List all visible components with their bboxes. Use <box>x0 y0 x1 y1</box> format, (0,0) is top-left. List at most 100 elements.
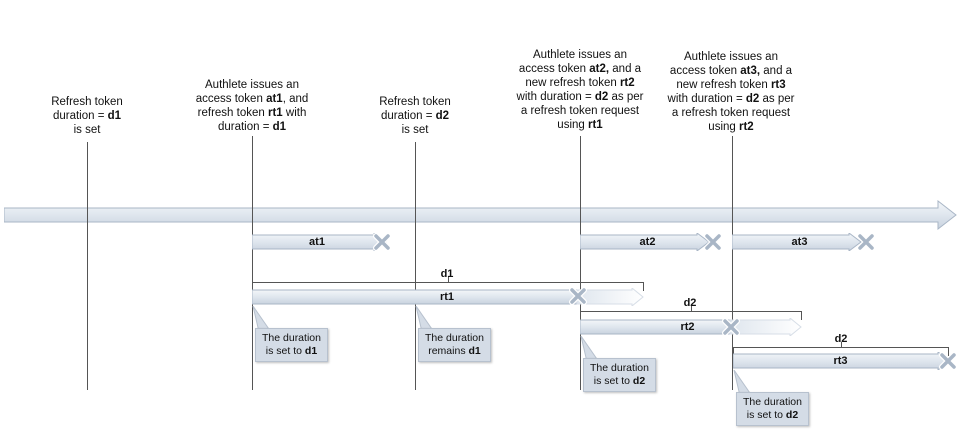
event-label-line: duration = d1 <box>51 109 123 123</box>
text-segment: new refresh token <box>676 79 771 91</box>
emphasis-text: rt2 <box>738 121 754 133</box>
token-label-rt1: rt1 <box>439 291 455 303</box>
text-segment: is set <box>401 124 429 136</box>
text-segment: with <box>282 107 307 119</box>
callout-line: The duration <box>743 396 802 409</box>
callout-line: The duration <box>262 332 321 345</box>
event-label-line: is set <box>379 123 451 137</box>
text-segment: new refresh token <box>525 77 620 89</box>
expiry-x-icon <box>373 233 391 251</box>
callout-tail <box>580 336 600 362</box>
expiry-x-icon <box>569 287 587 305</box>
text-segment: is set to <box>265 345 305 357</box>
emphasis-text: d1 <box>272 121 287 133</box>
text-segment: The duration <box>425 332 484 344</box>
duration-label-rt3: d2 <box>834 333 848 345</box>
token-bar-at3 <box>732 233 862 251</box>
text-segment: , and <box>282 93 309 105</box>
emphasis-text: rt1 <box>587 119 603 131</box>
token-label-at1: at1 <box>309 236 325 248</box>
callout-tail <box>733 370 753 396</box>
text-segment: refresh token <box>197 107 268 119</box>
text-segment: Authlete issues an <box>533 49 627 61</box>
text-segment: The duration <box>743 396 802 408</box>
emphasis-text: rt2 <box>619 77 635 89</box>
token-bar-rt2 <box>580 318 802 336</box>
expiry-x-icon <box>939 352 957 370</box>
callout-line: is set to d1 <box>262 345 321 358</box>
text-segment: as per <box>608 91 644 103</box>
token-label-rt2: rt2 <box>680 321 695 333</box>
text-segment: Refresh token <box>379 96 451 108</box>
callout-tail <box>415 306 435 332</box>
token-label-at3: at3 <box>791 236 808 248</box>
text-segment: with duration = <box>667 93 746 105</box>
token-label-at2: at2 <box>639 236 656 248</box>
event-label-line: with duration = d2 as per <box>517 90 644 104</box>
emphasis-text: d2 <box>785 409 799 421</box>
expiry-x-icon <box>857 233 875 251</box>
event-label-line: Refresh token <box>379 95 451 109</box>
token-bar-at2 <box>580 233 710 251</box>
event-label-line: access token at2, and a <box>517 62 644 76</box>
text-segment: is set <box>73 124 101 136</box>
text-segment: as per <box>759 93 795 105</box>
emphasis-text: d1 <box>107 110 122 122</box>
event-label-line: using rt1 <box>517 118 644 132</box>
event-label-line: new refresh token rt2 <box>517 76 644 90</box>
duration-bracket-rt3 <box>733 342 949 356</box>
emphasis-text: at3, <box>740 65 761 77</box>
event-label-line: access token at3, and a <box>668 64 795 78</box>
text-segment: access token <box>669 65 741 77</box>
event-label-line: refresh token rt1 with <box>196 106 309 120</box>
event-line-e4 <box>580 136 581 390</box>
event-label-line: duration = d2 <box>379 109 451 123</box>
emphasis-text: at2, <box>589 63 610 75</box>
text-segment: and a <box>609 63 642 75</box>
callout-line: is set to d2 <box>590 375 649 388</box>
event-label-line: Refresh token <box>51 95 123 109</box>
text-segment: duration = <box>52 110 108 122</box>
callout-tail <box>252 306 272 332</box>
event-label-line: Authlete issues an <box>196 78 309 92</box>
text-segment: The duration <box>262 332 321 344</box>
text-segment: duration = <box>380 110 436 122</box>
expiry-x-icon <box>704 233 722 251</box>
duration-bracket-rt2 <box>580 306 802 320</box>
text-segment: Authlete issues an <box>684 51 778 63</box>
callout-line: remains d1 <box>425 345 484 358</box>
duration-label-rt1: d1 <box>440 268 454 280</box>
event-label-line: a refresh token request <box>517 104 644 118</box>
event-label-line: is set <box>51 123 123 137</box>
duration-label-rt2: d2 <box>683 297 697 309</box>
event-label-line: using rt2 <box>668 120 795 134</box>
text-segment: is set to <box>746 409 786 421</box>
event-label-line: access token at1, and <box>196 92 309 106</box>
event-line-e3 <box>415 142 416 390</box>
event-label-line: a refresh token request <box>668 106 795 120</box>
emphasis-text: d2 <box>594 91 609 103</box>
text-segment: using <box>708 121 739 133</box>
text-segment: access token <box>518 63 590 75</box>
duration-bracket-rt1 <box>252 277 644 291</box>
event-label-line: new refresh token rt3 <box>668 78 795 92</box>
callout-line: The duration <box>590 362 649 375</box>
timeline-arrow <box>4 200 957 230</box>
emphasis-text: d2 <box>745 93 760 105</box>
emphasis-text: d2 <box>435 110 450 122</box>
text-segment: with duration = <box>516 91 595 103</box>
text-segment: a refresh token request <box>520 105 640 117</box>
event-label-line: Authlete issues an <box>668 50 795 64</box>
text-segment: a refresh token request <box>671 107 791 119</box>
event-label-line: duration = d1 <box>196 120 309 134</box>
emphasis-text: d1 <box>304 345 318 357</box>
callout-line: The duration <box>425 332 484 345</box>
text-segment: remains <box>428 345 469 357</box>
